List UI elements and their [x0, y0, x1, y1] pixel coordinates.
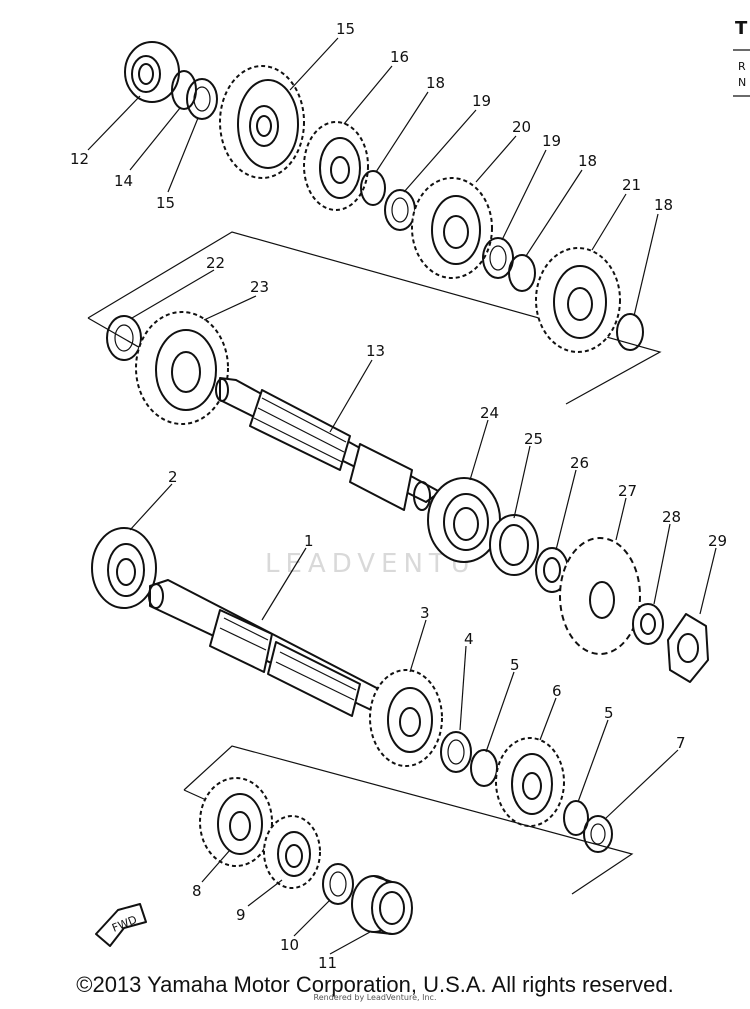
washer-10 [322, 863, 354, 905]
callout-12: 12 [70, 150, 89, 168]
callout-17: 16 [390, 48, 409, 66]
main-axle-13 [215, 377, 441, 511]
circlip-18-right [616, 313, 644, 351]
callout-5-right: 5 [604, 704, 614, 722]
group-bracket-upper [87, 231, 662, 405]
side-letter-t: T [735, 18, 748, 39]
callout-27: 27 [618, 482, 637, 500]
washer-19-upper [384, 189, 416, 231]
gear-23 [135, 311, 229, 425]
washer-19-lower [482, 237, 514, 279]
callout-18-middle: 18 [578, 152, 597, 170]
gear-20 [411, 177, 493, 279]
copyright-text: ©2013 Yamaha Motor Corporation, U.S.A. A… [76, 972, 673, 997]
callout-23: 23 [250, 278, 269, 296]
watermark-text: LEADVENTU [265, 549, 476, 579]
callout-11: 11 [318, 954, 337, 972]
gear-3 [369, 669, 443, 767]
circlip-5-right [563, 800, 589, 836]
circlip-18-middle [508, 254, 536, 292]
callout-21: 21 [622, 176, 641, 194]
callout-29: 29 [708, 532, 727, 550]
gear-6 [495, 737, 565, 827]
gear-16 [219, 65, 305, 179]
gear-17 [303, 121, 369, 211]
circlip-18-upper [360, 170, 386, 206]
callout-20: 20 [512, 118, 531, 136]
callout-24: 24 [480, 404, 499, 422]
callout-5-left: 5 [510, 656, 520, 674]
callout-19-upper: 19 [472, 92, 491, 110]
callout-16: 15 [336, 20, 355, 38]
nut-29 [667, 613, 709, 683]
callout-13: 13 [366, 342, 385, 360]
axle-1 [148, 579, 401, 717]
callout-6: 6 [552, 682, 562, 700]
circlip-5-left [470, 749, 498, 787]
callout-22: 22 [206, 254, 225, 272]
gear-21 [535, 247, 621, 353]
side-letter-n: N [738, 76, 746, 89]
lock-washer-28 [632, 603, 664, 645]
callout-18-upper: 18 [426, 74, 445, 92]
gear-9 [263, 815, 321, 889]
callout-18-right: 18 [654, 196, 673, 214]
needle-bearing-11 [351, 875, 413, 935]
rendered-by-text: Rendered by LeadVenture, Inc. [314, 993, 437, 1002]
callout-4: 4 [464, 630, 474, 648]
gear-8 [199, 777, 273, 867]
collar-26 [535, 547, 569, 593]
bearing-24 [427, 477, 501, 563]
callout-26: 26 [570, 454, 589, 472]
bearing-2 [91, 527, 157, 609]
oil-seal-25 [489, 514, 539, 576]
callout-9: 9 [236, 906, 246, 924]
callout-19-lower: 19 [542, 132, 561, 150]
side-letter-r: R [738, 60, 746, 73]
bearing-12 [124, 41, 180, 103]
callout-15: 15 [156, 194, 175, 212]
fwd-arrow-icon: FWD [95, 903, 147, 947]
callout-7: 7 [676, 734, 686, 752]
callout-1: 1 [304, 532, 314, 550]
washer-4 [440, 731, 472, 773]
callout-25: 25 [524, 430, 543, 448]
sprocket-27 [559, 537, 641, 655]
washer-7 [583, 815, 613, 853]
callout-28: 28 [662, 508, 681, 526]
group-bracket-lower [183, 745, 634, 895]
washer-15 [186, 78, 218, 120]
leader-lines [87, 37, 717, 955]
callout-2: 2 [168, 468, 178, 486]
callout-14: 14 [114, 172, 133, 190]
callout-10: 10 [280, 936, 299, 954]
circlip-14 [171, 70, 197, 110]
washer-22 [106, 315, 142, 361]
callout-8: 8 [192, 882, 202, 900]
callout-3: 3 [420, 604, 430, 622]
